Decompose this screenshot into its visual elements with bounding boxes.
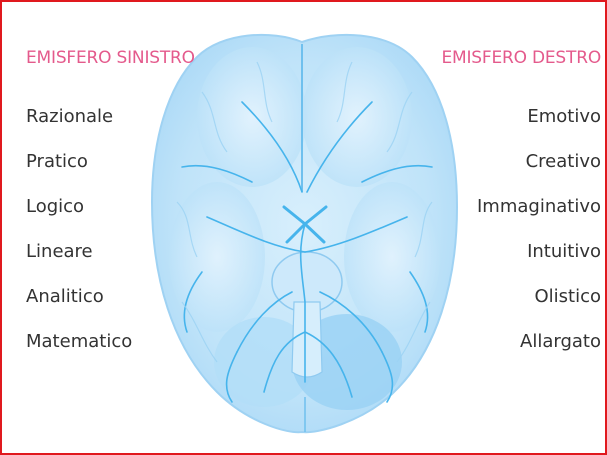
right-trait: Emotivo bbox=[477, 94, 601, 139]
right-hemisphere-heading: EMISFERO DESTRO bbox=[441, 48, 601, 68]
right-trait: Allargato bbox=[477, 319, 601, 364]
right-trait: Intuitivo bbox=[477, 229, 601, 274]
left-temporal-lobe bbox=[169, 182, 265, 332]
left-trait: Razionale bbox=[26, 94, 132, 139]
right-trait: Creativo bbox=[477, 139, 601, 184]
left-trait: Pratico bbox=[26, 139, 132, 184]
left-trait: Lineare bbox=[26, 229, 132, 274]
right-trait-list: Emotivo Creativo Immaginativo Intuitivo … bbox=[477, 94, 601, 364]
left-trait-list: Razionale Pratico Logico Lineare Analiti… bbox=[26, 94, 132, 364]
left-hemisphere-heading: EMISFERO SINISTRO bbox=[26, 48, 195, 68]
right-trait: Olistico bbox=[477, 274, 601, 319]
left-trait: Logico bbox=[26, 184, 132, 229]
right-trait: Immaginativo bbox=[477, 184, 601, 229]
left-trait: Analitico bbox=[26, 274, 132, 319]
left-trait: Matematico bbox=[26, 319, 132, 364]
